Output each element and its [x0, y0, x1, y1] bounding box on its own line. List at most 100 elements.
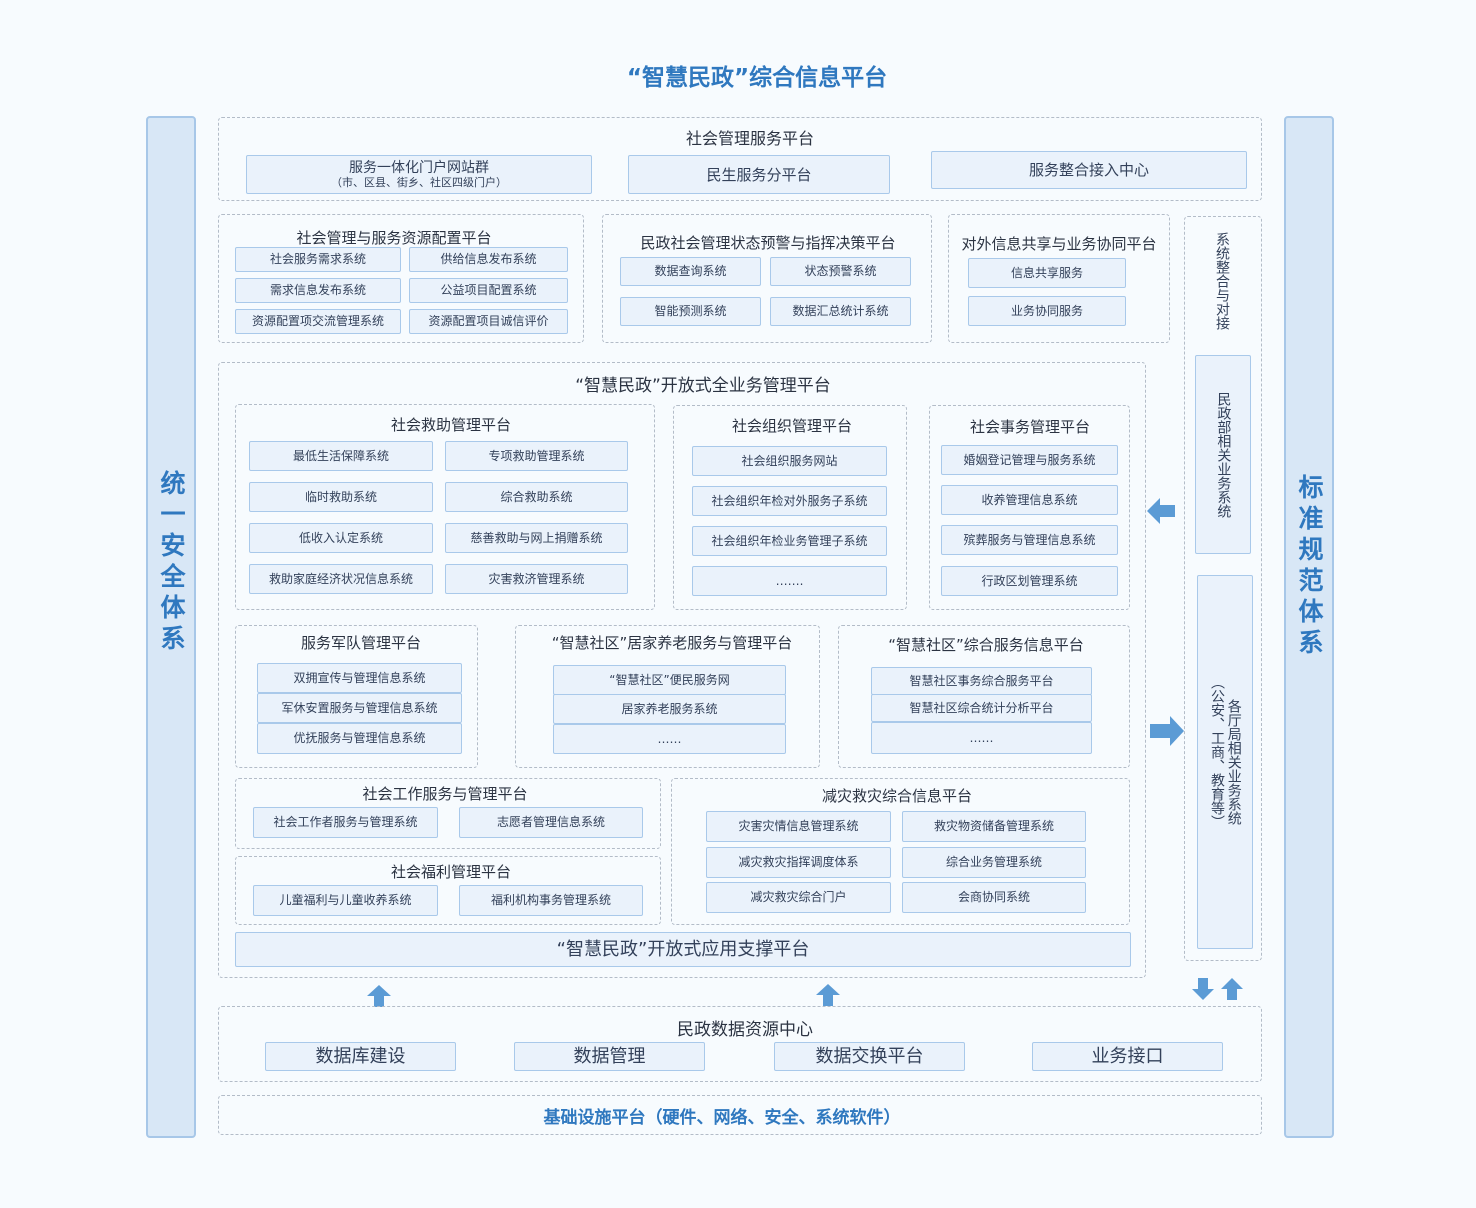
social-work-platform: [235, 778, 661, 849]
system-box: “智慧社区”便民服务网: [553, 665, 786, 695]
system-box: …….: [692, 566, 887, 596]
system-box: 双拥宣传与管理信息系统: [257, 663, 462, 693]
system-box: 救灾物资储备管理系统: [902, 811, 1086, 842]
arrow-up-icon: [1221, 978, 1243, 1000]
section-title: 民政数据资源中心: [677, 1020, 813, 1040]
infrastructure-label: 基础设施平台（硬件、网络、安全、系统软件）: [543, 1108, 901, 1128]
business-interface-box: 业务接口: [1032, 1042, 1223, 1071]
system-box: 灾害灾情信息管理系统: [706, 811, 891, 842]
resource-platform: [218, 214, 584, 343]
system-box: 军休安置服务与管理信息系统: [257, 693, 462, 723]
section-title: 社会工作服务与管理平台: [362, 785, 528, 803]
portal-sub-label: （市、区县、街乡、社区四级门户）: [331, 176, 507, 190]
system-box: 行政区划管理系统: [941, 566, 1118, 596]
system-box: 收养管理信息系统: [941, 485, 1118, 515]
left-security-bar: 统一安全体系: [146, 116, 196, 1138]
system-box: 灾害救济管理系统: [445, 564, 628, 594]
system-box: 社会组织服务网站: [692, 446, 887, 476]
system-box: 资源配置项目诚信评价: [409, 309, 568, 334]
system-box: 资源配置项交流管理系统: [235, 309, 401, 334]
section-title: 社会救助管理平台: [390, 416, 512, 434]
system-box: 状态预警系统: [770, 257, 911, 286]
system-box: 综合业务管理系统: [902, 847, 1086, 878]
system-box: 优抚服务与管理信息系统: [257, 723, 462, 754]
data-management-box: 数据管理: [514, 1042, 705, 1071]
bureau-sub-label: （公安、工商、教育等）: [1209, 675, 1225, 829]
system-box: 公益项目配置系统: [409, 278, 568, 303]
section-title: 社会管理服务平台: [685, 129, 815, 148]
system-box: 救助家庭经济状况信息系统: [249, 564, 433, 594]
open-business-platform: [218, 362, 1146, 978]
system-box: 专项救助管理系统: [445, 441, 628, 471]
integration-title: 系统整合与对接: [1214, 232, 1230, 330]
system-box: 智慧社区事务综合服务平台: [871, 667, 1092, 695]
portal-box: 服务一体化门户网站群 （市、区县、街乡、社区四级门户）: [246, 155, 592, 194]
section-title: 民政社会管理状态预警与指挥决策平台: [640, 234, 896, 252]
support-platform-bar: “智慧民政”开放式应用支撑平台: [235, 932, 1131, 967]
left-bar-label: 统一安全体系: [157, 470, 186, 656]
system-box: 社会组织年检对外服务子系统: [692, 486, 887, 516]
portal-label: 服务一体化门户网站群: [349, 159, 489, 176]
system-box: 社会工作者服务与管理系统: [253, 807, 438, 838]
section-title: “智慧民政”开放式全业务管理平台: [575, 376, 831, 396]
system-box: 会商协同系统: [902, 882, 1086, 913]
section-title: 减灾救灾综合信息平台: [821, 787, 973, 805]
system-box: 数据查询系统: [620, 257, 761, 286]
system-box: 智慧社区综合统计分析平台: [871, 694, 1092, 722]
system-box: 数据汇总统计系统: [770, 297, 911, 326]
disaster-platform: [671, 778, 1130, 925]
community-platform: [838, 625, 1130, 768]
system-box: 供给信息发布系统: [409, 247, 568, 272]
system-box: 临时救助系统: [249, 482, 433, 512]
system-box: 低收入认定系统: [249, 523, 433, 553]
system-box: 志愿者管理信息系统: [459, 807, 643, 838]
livelihood-box: 民生服务分平台: [628, 155, 890, 194]
right-bar-label: 标准规范体系: [1295, 474, 1324, 660]
system-box: 社会组织年检业务管理子系统: [692, 526, 887, 556]
system-box: 居家养老服务系统: [553, 694, 786, 724]
affairs-platform: [929, 405, 1130, 610]
bureau-label: 各厅局相关业务系统: [1225, 699, 1242, 825]
section-title: 社会组织管理平台: [731, 417, 853, 435]
warning-platform: [602, 214, 932, 343]
system-box: 减灾救灾指挥调度体系: [706, 847, 891, 878]
system-box: ……: [553, 724, 786, 754]
relief-platform: [235, 404, 655, 610]
system-box: 信息共享服务: [968, 258, 1126, 288]
welfare-platform: [235, 856, 661, 925]
arrow-left-icon: [1147, 498, 1175, 524]
section-title: 对外信息共享与业务协同平台: [961, 235, 1157, 253]
system-box: 婚姻登记管理与服务系统: [941, 445, 1118, 475]
system-box: 福利机构事务管理系统: [459, 885, 643, 916]
right-standards-bar: 标准规范体系: [1284, 116, 1334, 1138]
ministry-systems-box: 民政部相关业务系统: [1195, 355, 1251, 554]
arrow-up-icon: [816, 984, 840, 1006]
system-box: 综合救助系统: [445, 482, 628, 512]
infrastructure-platform: [218, 1095, 1262, 1135]
arrow-up-icon: [367, 985, 391, 1007]
sharing-platform: [948, 214, 1170, 343]
section-title: 社会事务管理平台: [969, 418, 1091, 436]
system-box: 业务协同服务: [968, 296, 1126, 326]
system-box: 殡葬服务与管理信息系统: [941, 525, 1118, 555]
system-box: 儿童福利与儿童收养系统: [253, 885, 438, 916]
data-resource-center: [218, 1006, 1262, 1082]
social-service-platform: [218, 117, 1262, 201]
arrow-right-icon: [1150, 716, 1184, 746]
system-box: 最低生活保障系统: [249, 441, 433, 471]
section-title: 社会福利管理平台: [390, 863, 512, 881]
database-box: 数据库建设: [265, 1042, 456, 1071]
section-title: 服务军队管理平台: [300, 634, 422, 652]
org-platform: [673, 405, 907, 610]
bureau-systems-box: 各厅局相关业务系统 （公安、工商、教育等）: [1197, 575, 1253, 949]
system-box: 需求信息发布系统: [235, 278, 401, 303]
section-title: “智慧社区”居家养老服务与管理平台: [551, 634, 793, 652]
section-title: 社会管理与服务资源配置平台: [296, 229, 492, 247]
system-box: ……: [871, 722, 1092, 754]
system-box: 社会服务需求系统: [235, 247, 401, 272]
system-box: 智能预测系统: [620, 297, 761, 326]
military-platform: [235, 625, 478, 768]
integration-center-box: 服务整合接入中心: [931, 151, 1247, 189]
section-title: “智慧社区”综合服务信息平台: [888, 636, 1084, 654]
